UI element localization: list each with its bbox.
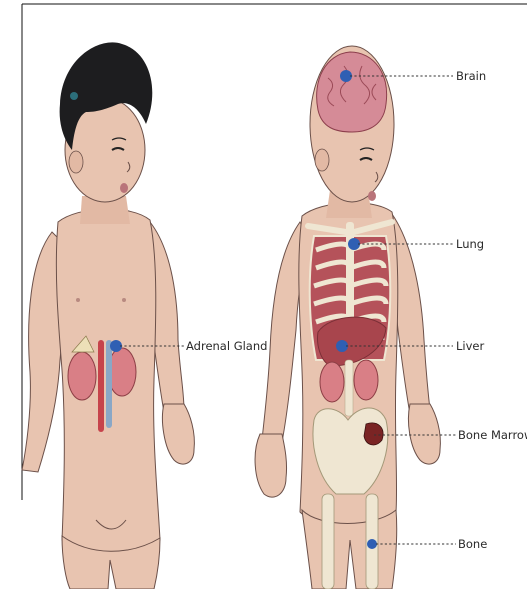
left-child-nipple-l (122, 298, 126, 302)
left-child-nipple-r (76, 298, 80, 302)
right-child-mouth (368, 191, 376, 201)
bone-marrow-label: Bone Marrow (458, 428, 527, 442)
left-kidney-right (68, 352, 96, 400)
bone-marrow-site (364, 423, 383, 445)
lung-label: Lung (456, 237, 484, 251)
right-kidney-left (354, 360, 378, 400)
right-kidney-right (320, 362, 344, 402)
brain-label: Brain (456, 69, 486, 83)
left-kidney-left (108, 348, 136, 396)
right-child-left-hand (408, 404, 440, 464)
femur-right (322, 494, 334, 589)
right-child-figure (255, 46, 440, 589)
right-child-right-hand (255, 434, 286, 497)
left-child-ear (69, 151, 83, 173)
adrenal-gland-label: Adrenal Gland (186, 339, 267, 353)
left-child-hair-tie (70, 92, 78, 100)
bone-tumor (367, 539, 377, 549)
left-aorta (98, 340, 104, 432)
right-child-ear (315, 149, 329, 171)
left-vena-cava (106, 340, 112, 428)
brain-shape (317, 52, 387, 132)
spine (345, 360, 353, 416)
left-child-left-hand (162, 404, 194, 464)
liver-label: Liver (456, 339, 484, 353)
left-child-mouth (120, 183, 128, 193)
bone-label: Bone (458, 537, 487, 551)
left-child-figure (22, 42, 194, 589)
